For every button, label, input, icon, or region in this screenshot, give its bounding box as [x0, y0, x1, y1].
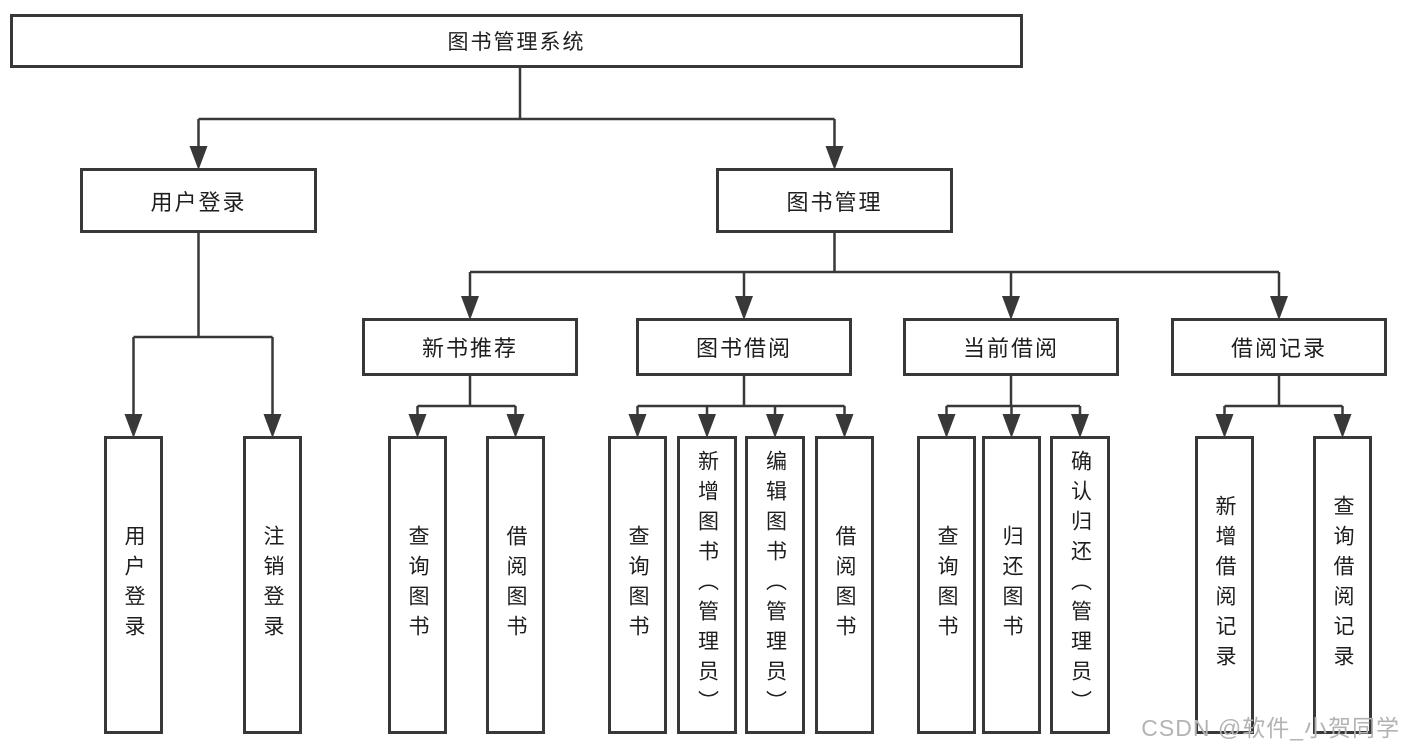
node-current-borrowing-label: 当前借阅	[962, 336, 1059, 361]
node-new-book-recommendation-label: 新书推荐	[421, 336, 518, 361]
node-user-login-group-label: 用户登录	[150, 189, 247, 215]
connector-book-management-children	[461, 233, 1288, 320]
connector-current-borrowing-children	[937, 376, 1089, 438]
leaf-query-borrow-record: 查询借阅记录	[1313, 436, 1372, 734]
csdn-watermark: CSDN @软件_小贺同学	[1141, 715, 1400, 741]
connector-book-borrowing-children	[628, 376, 854, 438]
leaf-query-books-current-label: 查询图书	[935, 525, 958, 645]
node-book-management-label: 图书管理	[786, 189, 883, 215]
leaf-query-books-borrow-label: 查询图书	[626, 525, 649, 645]
leaf-query-books-new-label: 查询图书	[406, 525, 429, 645]
leaf-return-books: 归还图书	[982, 436, 1041, 734]
node-root: 图书管理系统	[10, 14, 1023, 68]
node-book-management: 图书管理	[716, 168, 953, 233]
leaf-query-borrow-record-label: 查询借阅记录	[1331, 495, 1354, 675]
connector-new-book-children	[408, 376, 525, 438]
leaf-borrow-books-2: 借阅图书	[815, 436, 874, 734]
node-borrowing-records-label: 借阅记录	[1230, 336, 1327, 361]
connector-root-to-level2	[189, 68, 844, 170]
leaf-logout-login-label: 注销登录	[261, 525, 284, 645]
node-book-borrowing: 图书借阅	[636, 318, 852, 376]
leaf-user-login-label: 用户登录	[122, 525, 145, 645]
leaf-borrow-books-new-label: 借阅图书	[504, 525, 527, 645]
leaf-query-books-new: 查询图书	[388, 436, 447, 734]
leaf-confirm-return-admin: 确认归还（管理员）	[1050, 436, 1110, 734]
node-borrowing-records: 借阅记录	[1171, 318, 1387, 376]
leaf-add-book-admin-label: 新增图书（管理员）	[695, 450, 719, 720]
node-current-borrowing: 当前借阅	[903, 318, 1119, 376]
leaf-add-borrow-record: 新增借阅记录	[1195, 436, 1254, 734]
leaf-borrow-books-2-label: 借阅图书	[833, 525, 856, 645]
node-book-borrowing-label: 图书借阅	[695, 336, 792, 361]
leaf-add-borrow-record-label: 新增借阅记录	[1213, 495, 1236, 675]
leaf-query-books-current: 查询图书	[917, 436, 976, 734]
leaf-query-books-borrow: 查询图书	[608, 436, 667, 734]
leaf-user-login: 用户登录	[104, 436, 163, 734]
node-new-book-recommendation: 新书推荐	[362, 318, 578, 376]
leaf-confirm-return-admin-label: 确认归还（管理员）	[1068, 450, 1092, 720]
connector-user-login-children	[124, 233, 282, 438]
leaf-logout-login: 注销登录	[243, 436, 302, 734]
leaf-return-books-label: 归还图书	[1000, 525, 1023, 645]
leaf-add-book-admin: 新增图书（管理员）	[677, 436, 737, 734]
node-root-label: 图书管理系统	[447, 31, 586, 54]
leaf-borrow-books-new: 借阅图书	[486, 436, 545, 734]
leaf-edit-book-admin-label: 编辑图书（管理员）	[763, 450, 787, 720]
leaf-edit-book-admin: 编辑图书（管理员）	[745, 436, 805, 734]
connector-borrowing-records-children	[1215, 376, 1352, 438]
node-user-login-group: 用户登录	[80, 168, 317, 233]
